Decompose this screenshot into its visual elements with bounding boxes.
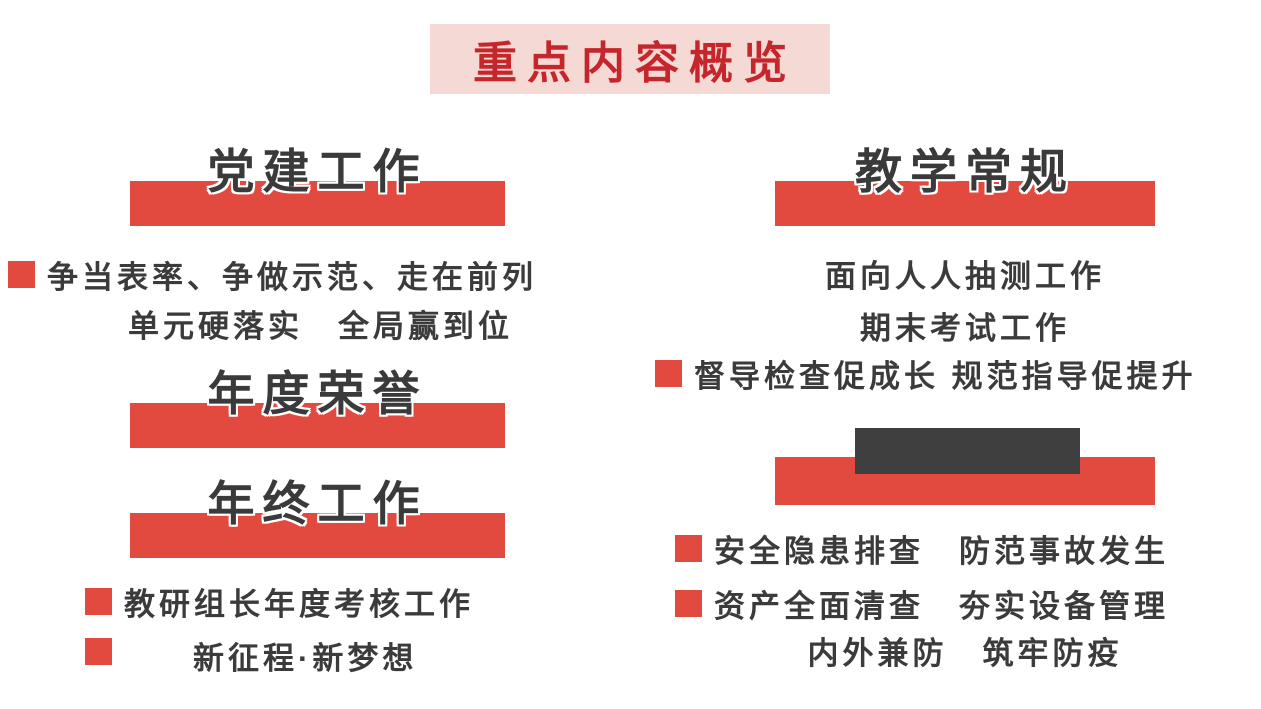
text-line-safety-2: 资产全面清查 夯实设备管理 [714, 589, 1169, 624]
text-line-teaching-3: 督导检查促成长 规范指导促提升 [694, 359, 1197, 394]
bullet-row-safety-2: 资产全面清查 夯实设备管理 [675, 581, 1169, 626]
text-line-safety-1: 安全隐患排查 防范事故发生 [714, 534, 1169, 569]
text-line-yearend-2: 新征程·新梦想 [193, 641, 418, 676]
red-square-bullet-icon [655, 360, 682, 387]
section-header-year-end: 年终工作 [130, 478, 505, 562]
text-line-party-1: 争当表率、争做示范、走在前列 [47, 260, 537, 295]
section-header-annual-honor: 年度荣誉 [130, 368, 505, 452]
red-square-bullet-icon [675, 590, 702, 617]
section-heading-annual-honor: 年度荣誉 [207, 367, 428, 420]
section-header-safety [775, 425, 1155, 509]
bullet-row-yearend-1: 教研组长年度考核工作 [85, 579, 474, 624]
red-bar [130, 403, 505, 448]
section-header-teaching: 教学常规 [775, 146, 1155, 230]
bullet-row-safety-1: 安全隐患排查 防范事故发生 [675, 526, 1169, 571]
text-line-teaching-1: 面向人人抽测工作 [825, 259, 1105, 294]
red-bar [775, 181, 1155, 226]
text-line-safety-3: 内外兼防 筑牢防疫 [807, 636, 1123, 671]
bullet-row-teaching-1: 督导检查促成长 规范指导促提升 [655, 351, 1197, 396]
section-heading-teaching: 教学常规 [855, 145, 1075, 198]
text-line-party-2: 单元硬落实 全局赢到位 [128, 309, 513, 344]
red-bar [130, 181, 505, 226]
red-square-bullet-icon [675, 535, 702, 562]
section-header-party-building: 党建工作 [130, 146, 505, 230]
red-bar [130, 513, 505, 558]
section-heading-party-building: 党建工作 [207, 145, 428, 198]
title-banner: 重点内容概览 [430, 24, 830, 94]
text-line-yearend-1: 教研组长年度考核工作 [124, 587, 474, 622]
page-title: 重点内容概览 [473, 39, 797, 88]
bullet-row-party-1: 争当表率、争做示范、走在前列 [8, 252, 537, 297]
text-line-teaching-2: 期末考试工作 [860, 311, 1070, 346]
red-square-bullet-icon [85, 638, 112, 665]
section-heading-year-end: 年终工作 [207, 477, 428, 530]
dark-box [855, 428, 1080, 474]
red-square-bullet-icon [85, 588, 112, 615]
red-square-bullet-icon [8, 261, 35, 288]
